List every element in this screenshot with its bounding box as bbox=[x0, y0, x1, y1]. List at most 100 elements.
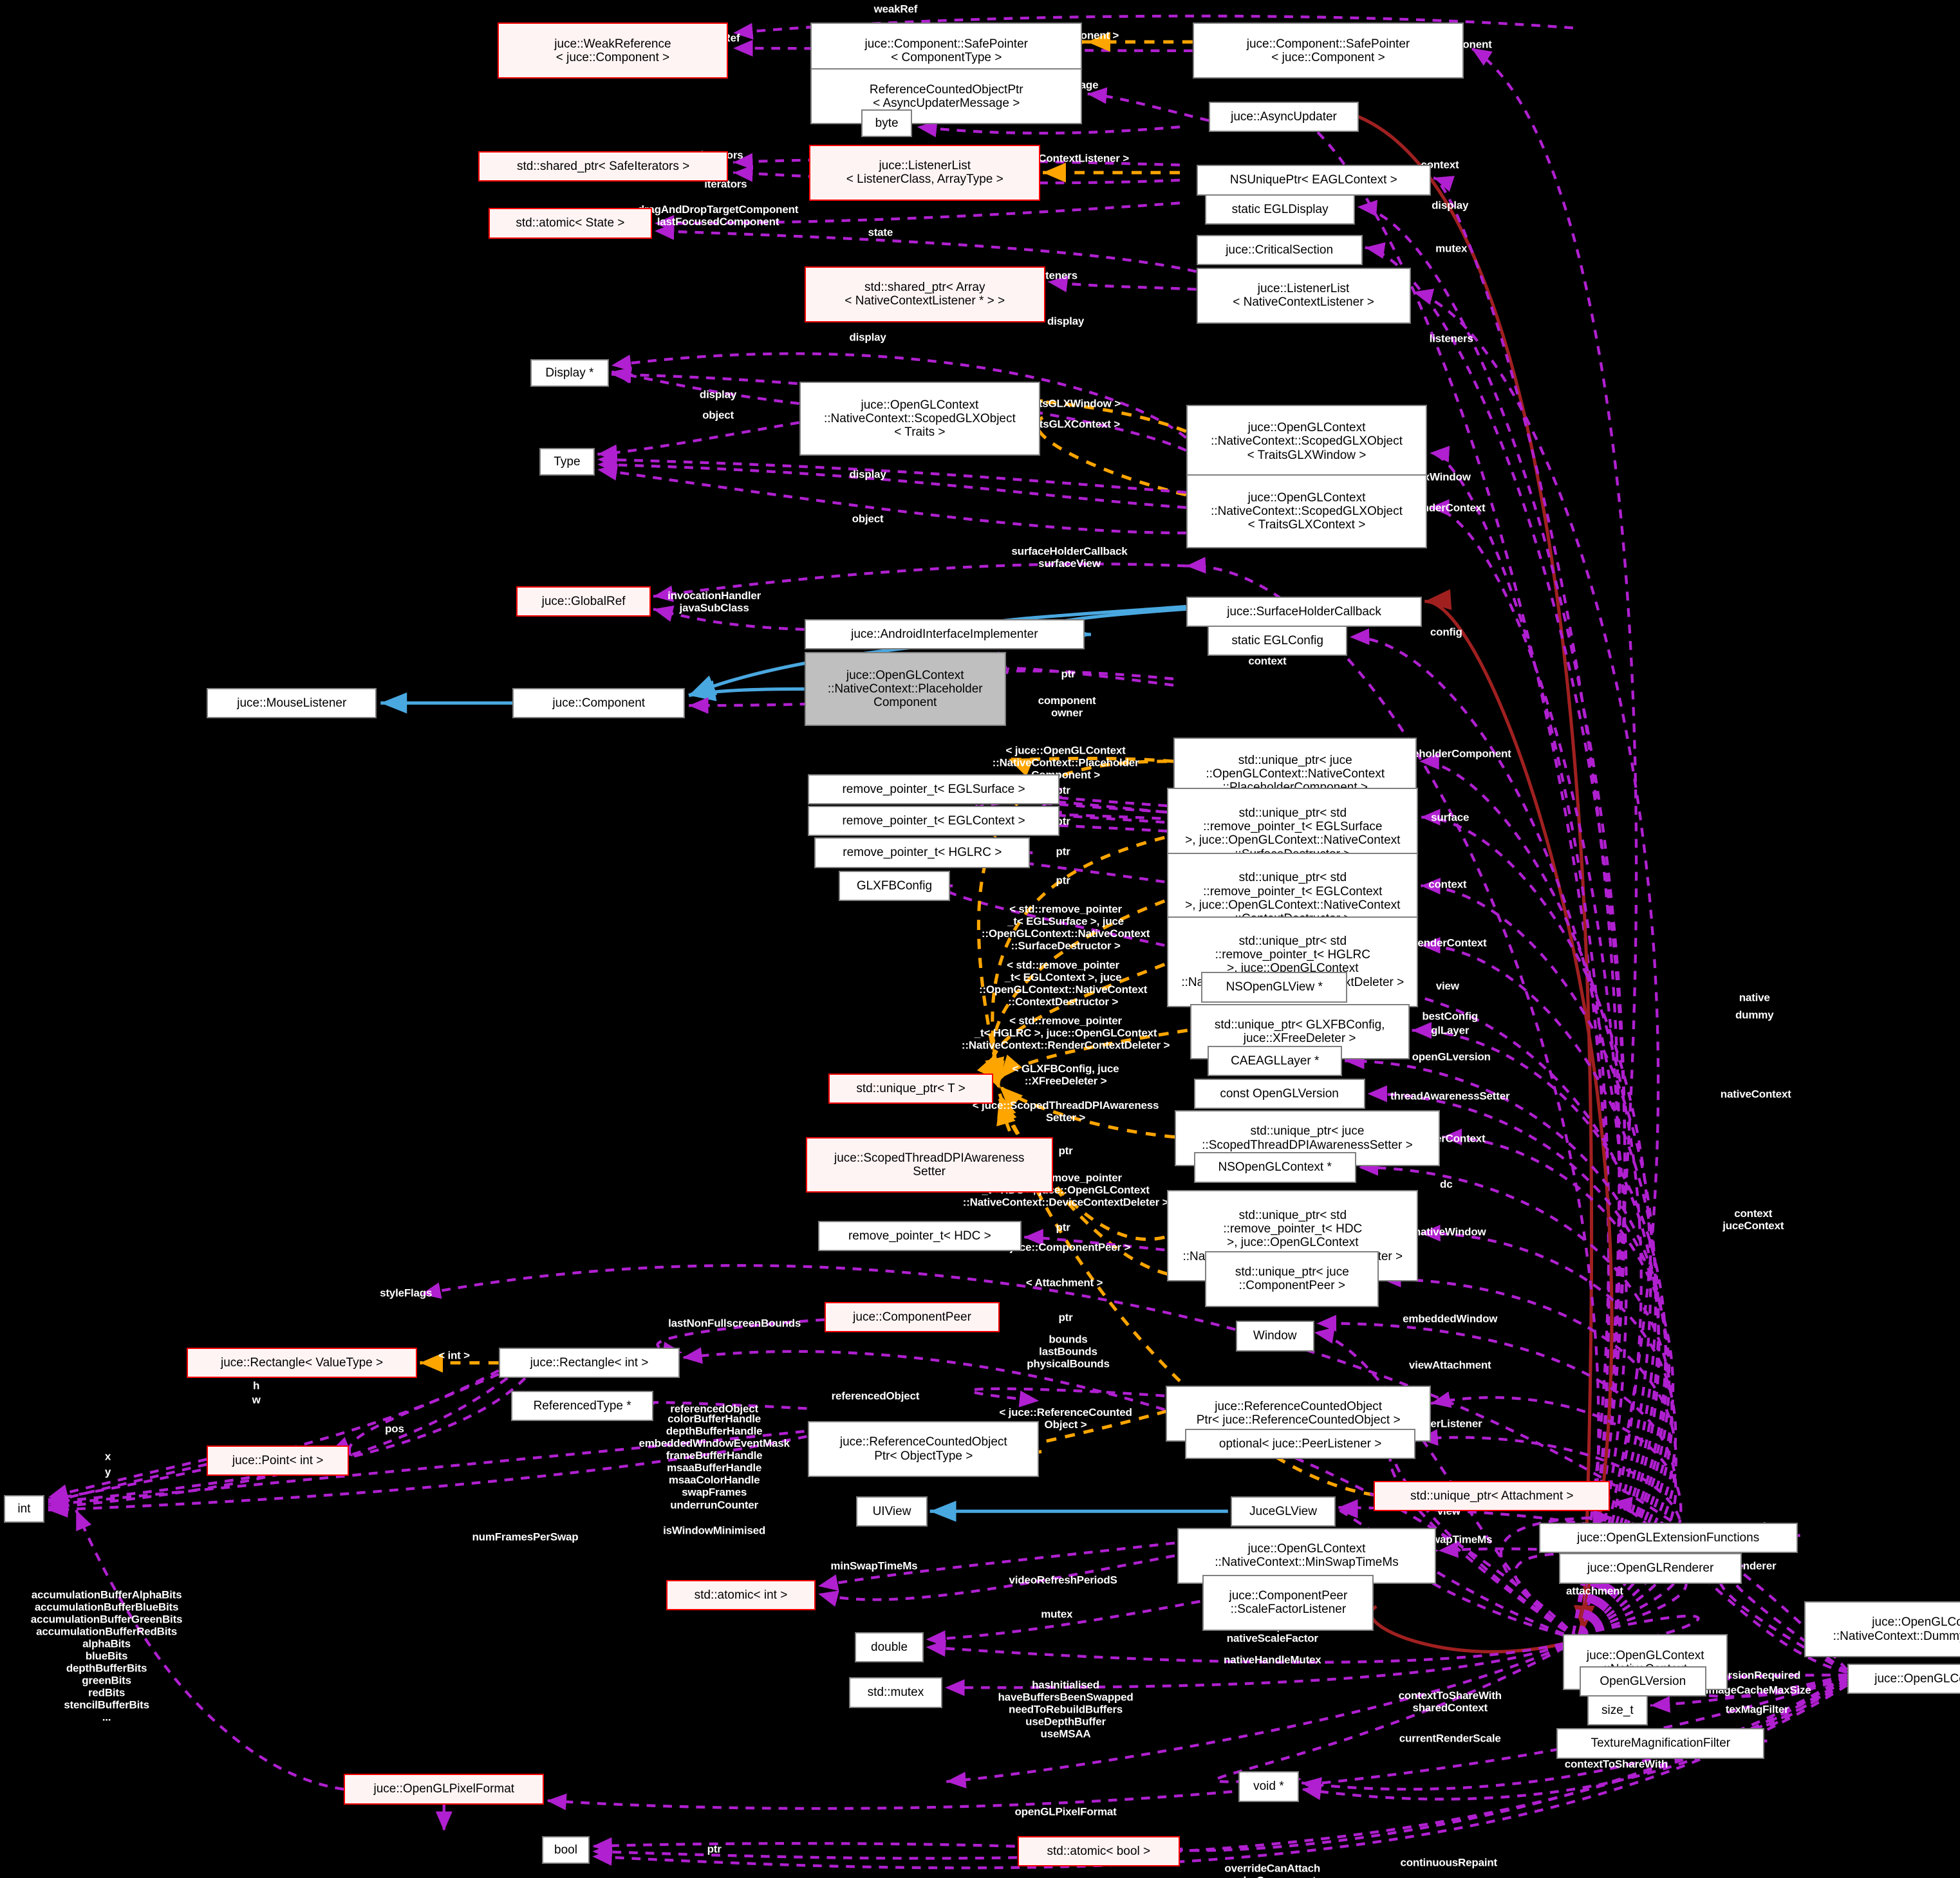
class-node-atomic_bool[interactable]: std::atomic< bool > bbox=[1017, 1836, 1180, 1867]
edge-label: ptr bbox=[1061, 667, 1076, 680]
edge-label: hasInitialised haveBuffersBeenSwapped ne… bbox=[998, 1678, 1134, 1740]
class-node-sgo_traits[interactable]: juce::OpenGLContext ::NativeContext::Sco… bbox=[799, 382, 1041, 456]
edge-label: dragAndDropTargetComponent lastFocusedCo… bbox=[637, 203, 799, 228]
class-node-atomic_int[interactable]: std::atomic< int > bbox=[666, 1579, 816, 1610]
edge-label: threadAwarenessSetter bbox=[1390, 1090, 1510, 1102]
class-node-listenerlist_la[interactable]: juce::ListenerList < ListenerClass, Arra… bbox=[809, 144, 1041, 201]
edge-label: openGLPixelFormat bbox=[1014, 1805, 1117, 1818]
class-node-static_egldisplay[interactable]: static EGLDisplay bbox=[1205, 194, 1355, 225]
class-node-nsopenglcontext[interactable]: NSOpenGLContext * bbox=[1193, 1152, 1356, 1183]
edge-label: isWindowMinimised bbox=[663, 1524, 766, 1537]
class-node-scopeddpi[interactable]: juce::ScopedThreadDPIAwareness Setter bbox=[805, 1137, 1053, 1193]
edge-label: minSwapTimeMs bbox=[830, 1559, 918, 1572]
class-node-double_node[interactable]: double bbox=[855, 1632, 924, 1662]
edge-label: < std::remove_pointer _t< EGLContext >, … bbox=[978, 958, 1148, 1009]
edge-label: glLayer bbox=[1431, 1024, 1470, 1037]
class-node-void_ptr[interactable]: void * bbox=[1238, 1771, 1300, 1802]
edge-label: < std::remove_pointer _t< HGLRC >, juce:… bbox=[961, 1014, 1170, 1052]
class-node-juceglview[interactable]: JuceGLView bbox=[1230, 1496, 1336, 1527]
class-node-androidiface[interactable]: juce::AndroidInterfaceImplementer bbox=[804, 619, 1085, 650]
edge-label: mutex bbox=[1041, 1608, 1073, 1621]
edge-label: contextToShareWith bbox=[1564, 1758, 1668, 1771]
class-node-openglcontext[interactable]: juce::OpenGLContext bbox=[1847, 1663, 1960, 1695]
class-node-mouselistener[interactable]: juce::MouseListener bbox=[207, 687, 377, 718]
class-node-size_t_node[interactable]: size_t bbox=[1587, 1695, 1648, 1726]
class-node-optional_peerlist[interactable]: optional< juce::PeerListener > bbox=[1184, 1429, 1416, 1460]
class-node-rcop_async[interactable]: ReferenceCountedObjectPtr < AsyncUpdater… bbox=[810, 68, 1083, 125]
edge-label: contextToShareWith sharedContext bbox=[1398, 1689, 1502, 1714]
class-node-std_mutex[interactable]: std::mutex bbox=[848, 1677, 943, 1708]
class-node-sgo_glxwindow[interactable]: juce::OpenGLContext ::NativeContext::Sco… bbox=[1186, 404, 1428, 479]
class-node-atomic_state[interactable]: std::atomic< State > bbox=[488, 208, 653, 239]
edge-label: ptr bbox=[1056, 874, 1070, 887]
edge-label: config bbox=[1430, 626, 1462, 638]
edge-label: attachment bbox=[1566, 1585, 1623, 1597]
edge-label: context juceContext bbox=[1722, 1207, 1784, 1232]
class-node-referencedtype[interactable]: ReferencedType * bbox=[511, 1390, 653, 1422]
class-node-component[interactable]: juce::Component bbox=[512, 687, 686, 718]
class-node-uptr_componentpeer[interactable]: std::unique_ptr< juce ::ComponentPeer > bbox=[1205, 1251, 1379, 1307]
class-node-display_ptr[interactable]: Display * bbox=[530, 358, 609, 387]
class-node-rpt_hglrc[interactable]: remove_pointer_t< HGLRC > bbox=[814, 837, 1031, 868]
edge-label: continuousRepaint bbox=[1400, 1856, 1498, 1869]
class-node-scalefactorlistener[interactable]: juce::ComponentPeer ::ScaleFactorListene… bbox=[1202, 1574, 1374, 1631]
class-node-const_openglversion[interactable]: const OpenGLVersion bbox=[1193, 1078, 1365, 1110]
class-node-point_int[interactable]: juce::Point< int > bbox=[207, 1445, 349, 1476]
class-node-uiview[interactable]: UIView bbox=[856, 1496, 928, 1527]
edge-label: videoRefreshPeriodS bbox=[1009, 1574, 1117, 1586]
class-node-type_node[interactable]: Type bbox=[539, 447, 595, 476]
class-node-rpt_hdc[interactable]: remove_pointer_t< HDC > bbox=[818, 1220, 1022, 1251]
edge-label: < std::remove_pointer _t< EGLSurface >, … bbox=[981, 903, 1150, 953]
edge-label: object bbox=[702, 409, 734, 422]
edge-label: bounds lastBounds physicalBounds bbox=[1027, 1333, 1110, 1370]
class-node-rcop_objecttype[interactable]: juce::ReferenceCountedObject Ptr< Object… bbox=[808, 1421, 1040, 1477]
class-node-uptr_attachment[interactable]: std::unique_ptr< Attachment > bbox=[1374, 1480, 1610, 1512]
edge-label: referencedObject bbox=[831, 1390, 920, 1402]
class-node-listenerlist_ncl[interactable]: juce::ListenerList < NativeContextListen… bbox=[1196, 268, 1411, 324]
edge-label: listeners bbox=[1429, 332, 1473, 345]
class-node-criticalsection[interactable]: juce::CriticalSection bbox=[1196, 234, 1363, 266]
edge-label: component owner bbox=[1038, 694, 1096, 720]
class-node-nsuniqueptr_eagl[interactable]: NSUniquePtr< EAGLContext > bbox=[1196, 165, 1432, 196]
class-node-uptr_t[interactable]: std::unique_ptr< T > bbox=[828, 1073, 994, 1104]
class-node-sgo_glxcontext[interactable]: juce::OpenGLContext ::NativeContext::Sco… bbox=[1186, 474, 1428, 548]
class-node-openglversion[interactable]: OpenGLVersion bbox=[1579, 1666, 1706, 1697]
class-node-texmagfilter[interactable]: TextureMagnificationFilter bbox=[1556, 1728, 1765, 1759]
edge-label: numFramesPerSwap bbox=[472, 1530, 579, 1543]
class-node-rpt_eglcontext[interactable]: remove_pointer_t< EGLContext > bbox=[808, 805, 1059, 837]
class-node-placeholdercomp[interactable]: juce::OpenGLContext ::NativeContext::Pla… bbox=[804, 652, 1006, 726]
edge-label: styleFlags bbox=[380, 1287, 433, 1299]
class-node-shared_array_ncl[interactable]: std::shared_ptr< Array < NativeContextLi… bbox=[804, 266, 1045, 322]
class-node-nsopenglview[interactable]: NSOpenGLView * bbox=[1201, 972, 1348, 1003]
class-node-extfunctions[interactable]: juce::OpenGLExtensionFunctions bbox=[1538, 1522, 1798, 1554]
class-node-int_node[interactable]: int bbox=[3, 1494, 44, 1523]
edge-label: context bbox=[1428, 878, 1467, 891]
edge-label: < GLXFBConfig, juce ::XFreeDeleter > bbox=[1012, 1062, 1119, 1087]
class-node-pixelformat[interactable]: juce::OpenGLPixelFormat bbox=[344, 1774, 545, 1805]
class-node-glxfbconfig[interactable]: GLXFBConfig bbox=[838, 870, 951, 901]
class-node-safeptr_comp[interactable]: juce::Component::SafePointer < juce::Com… bbox=[1192, 23, 1464, 79]
class-node-componentpeer[interactable]: juce::ComponentPeer bbox=[825, 1301, 1000, 1333]
edge-label: < Attachment > bbox=[1025, 1276, 1103, 1289]
class-node-byte[interactable]: byte bbox=[861, 109, 913, 137]
edge-label: state bbox=[868, 226, 893, 239]
edge-label: surfaceHolderCallback surfaceView bbox=[1011, 544, 1128, 570]
class-node-asyncupdater[interactable]: juce::AsyncUpdater bbox=[1209, 101, 1359, 133]
edge-label: native bbox=[1739, 991, 1770, 1004]
class-node-window_node[interactable]: Window bbox=[1235, 1321, 1314, 1352]
class-node-caeagllayer[interactable]: CAEAGLLayer * bbox=[1208, 1045, 1343, 1076]
class-node-weakref_comp[interactable]: juce::WeakReference < juce::Component > bbox=[497, 23, 729, 79]
class-node-globalref[interactable]: juce::GlobalRef bbox=[516, 586, 651, 617]
class-node-dummycomponent[interactable]: juce::OpenGLContext ::NativeContext::Dum… bbox=[1804, 1601, 1960, 1657]
class-node-openglrenderer[interactable]: juce::OpenGLRenderer bbox=[1559, 1553, 1742, 1584]
class-node-static_eglconfig[interactable]: static EGLConfig bbox=[1208, 626, 1348, 656]
class-node-rect_int[interactable]: juce::Rectangle< int > bbox=[498, 1347, 680, 1379]
edge-label: texMagFilter bbox=[1725, 1703, 1789, 1716]
class-node-bool_node[interactable]: bool bbox=[541, 1836, 590, 1864]
edge-label: h bbox=[253, 1379, 260, 1392]
class-node-rpt_eglsurface[interactable]: remove_pointer_t< EGLSurface > bbox=[808, 774, 1059, 804]
class-node-shared_safeiters[interactable]: std::shared_ptr< SafeIterators > bbox=[478, 151, 729, 181]
edge-label: invocationHandler javaSubClass bbox=[667, 589, 761, 614]
class-node-rect_valuetype[interactable]: juce::Rectangle< ValueType > bbox=[186, 1347, 418, 1379]
class-node-surfaceholdercb[interactable]: juce::SurfaceHolderCallback bbox=[1186, 596, 1423, 627]
